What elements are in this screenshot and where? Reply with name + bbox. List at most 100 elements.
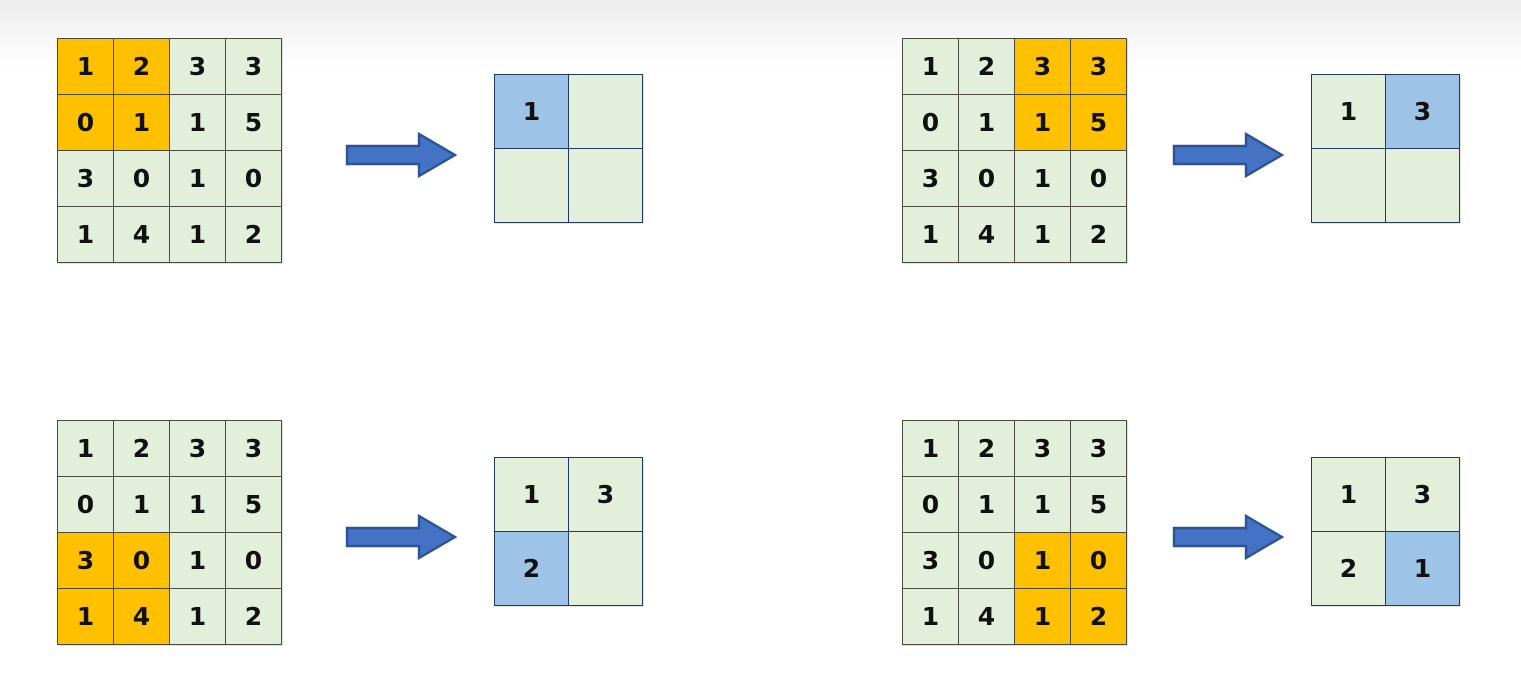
- input-cell-r0c3: 3: [1070, 420, 1127, 477]
- output-cell-r0c0-selected: 1: [494, 74, 569, 149]
- input-cell-r0c2: 3: [169, 38, 226, 95]
- output-cell-r0c0: 1: [1311, 457, 1386, 532]
- input-cell-r0c1-highlighted: 2: [113, 38, 170, 95]
- input-cell-r1c3: 5: [225, 94, 282, 151]
- output-matrix: 1: [494, 74, 643, 223]
- right-arrow-icon: [345, 131, 457, 179]
- input-cell-r3c1-highlighted: 4: [113, 588, 170, 645]
- input-cell-r3c3: 2: [1070, 206, 1127, 263]
- input-cell-r0c1: 2: [958, 38, 1015, 95]
- output-matrix-row: [1311, 148, 1460, 223]
- output-cell-r0c1-selected: 3: [1385, 74, 1460, 149]
- input-cell-r3c0: 1: [902, 206, 959, 263]
- output-matrix-row: [494, 148, 643, 223]
- output-cell-r1c1: [1385, 148, 1460, 223]
- input-cell-r2c2: 1: [169, 150, 226, 207]
- input-cell-r2c2-highlighted: 1: [1014, 532, 1071, 589]
- input-cell-r1c2: 1: [169, 476, 226, 533]
- input-cell-r3c1: 4: [958, 206, 1015, 263]
- input-cell-r2c0: 3: [902, 532, 959, 589]
- input-cell-r1c3: 5: [225, 476, 282, 533]
- input-cell-r1c1: 1: [958, 94, 1015, 151]
- input-cell-r0c0: 1: [57, 420, 114, 477]
- input-cell-r2c1: 0: [113, 150, 170, 207]
- input-cell-r0c3-highlighted: 3: [1070, 38, 1127, 95]
- input-cell-r1c0: 0: [902, 94, 959, 151]
- input-cell-r3c2: 1: [169, 588, 226, 645]
- input-cell-r2c0: 3: [57, 150, 114, 207]
- input-cell-r3c2: 1: [169, 206, 226, 263]
- input-cell-r0c2: 3: [1014, 420, 1071, 477]
- output-cell-r1c1: [568, 531, 643, 606]
- input-cell-r0c1: 2: [113, 420, 170, 477]
- input-cell-r2c1: 0: [958, 532, 1015, 589]
- input-cell-r3c3-highlighted: 2: [1070, 588, 1127, 645]
- input-cell-r0c1: 2: [958, 420, 1015, 477]
- input-cell-r2c3: 0: [1070, 150, 1127, 207]
- input-cell-r1c0: 0: [57, 476, 114, 533]
- right-arrow-icon: [1172, 513, 1284, 561]
- input-cell-r2c3: 0: [225, 150, 282, 207]
- output-matrix-row: 2: [494, 531, 643, 606]
- input-cell-r3c0: 1: [902, 588, 959, 645]
- output-matrix-row: 1: [494, 74, 643, 149]
- output-cell-r1c0: 2: [1311, 531, 1386, 606]
- output-cell-r0c1: 3: [568, 457, 643, 532]
- input-cell-r3c0-highlighted: 1: [57, 588, 114, 645]
- output-cell-r0c1: 3: [1385, 457, 1460, 532]
- input-cell-r0c3: 3: [225, 38, 282, 95]
- output-cell-r1c1-selected: 1: [1385, 531, 1460, 606]
- input-cell-r0c0: 1: [902, 420, 959, 477]
- input-cell-r1c0: 0: [902, 476, 959, 533]
- output-cell-r0c0: 1: [1311, 74, 1386, 149]
- input-cell-r3c1: 4: [958, 588, 1015, 645]
- input-cell-r1c1-highlighted: 1: [113, 94, 170, 151]
- input-cell-r2c3: 0: [225, 532, 282, 589]
- output-cell-r0c1: [568, 74, 643, 149]
- input-cell-r3c1: 4: [113, 206, 170, 263]
- input-cell-r1c2: 1: [169, 94, 226, 151]
- input-cell-r3c3: 2: [225, 206, 282, 263]
- output-cell-r1c1: [568, 148, 643, 223]
- input-cell-r2c0-highlighted: 3: [57, 532, 114, 589]
- input-cell-r1c2: 1: [1014, 476, 1071, 533]
- input-cell-r2c2: 1: [169, 532, 226, 589]
- output-cell-r1c0: [494, 148, 569, 223]
- input-cell-r1c0-highlighted: 0: [57, 94, 114, 151]
- input-cell-r3c2-highlighted: 1: [1014, 588, 1071, 645]
- input-cell-r1c3-highlighted: 5: [1070, 94, 1127, 151]
- input-cell-r0c0: 1: [902, 38, 959, 95]
- right-arrow-icon: [1172, 131, 1284, 179]
- input-cell-r2c3-highlighted: 0: [1070, 532, 1127, 589]
- right-arrow-icon: [345, 513, 457, 561]
- input-cell-r2c1-highlighted: 0: [113, 532, 170, 589]
- output-cell-r1c0: [1311, 148, 1386, 223]
- input-cell-r1c3: 5: [1070, 476, 1127, 533]
